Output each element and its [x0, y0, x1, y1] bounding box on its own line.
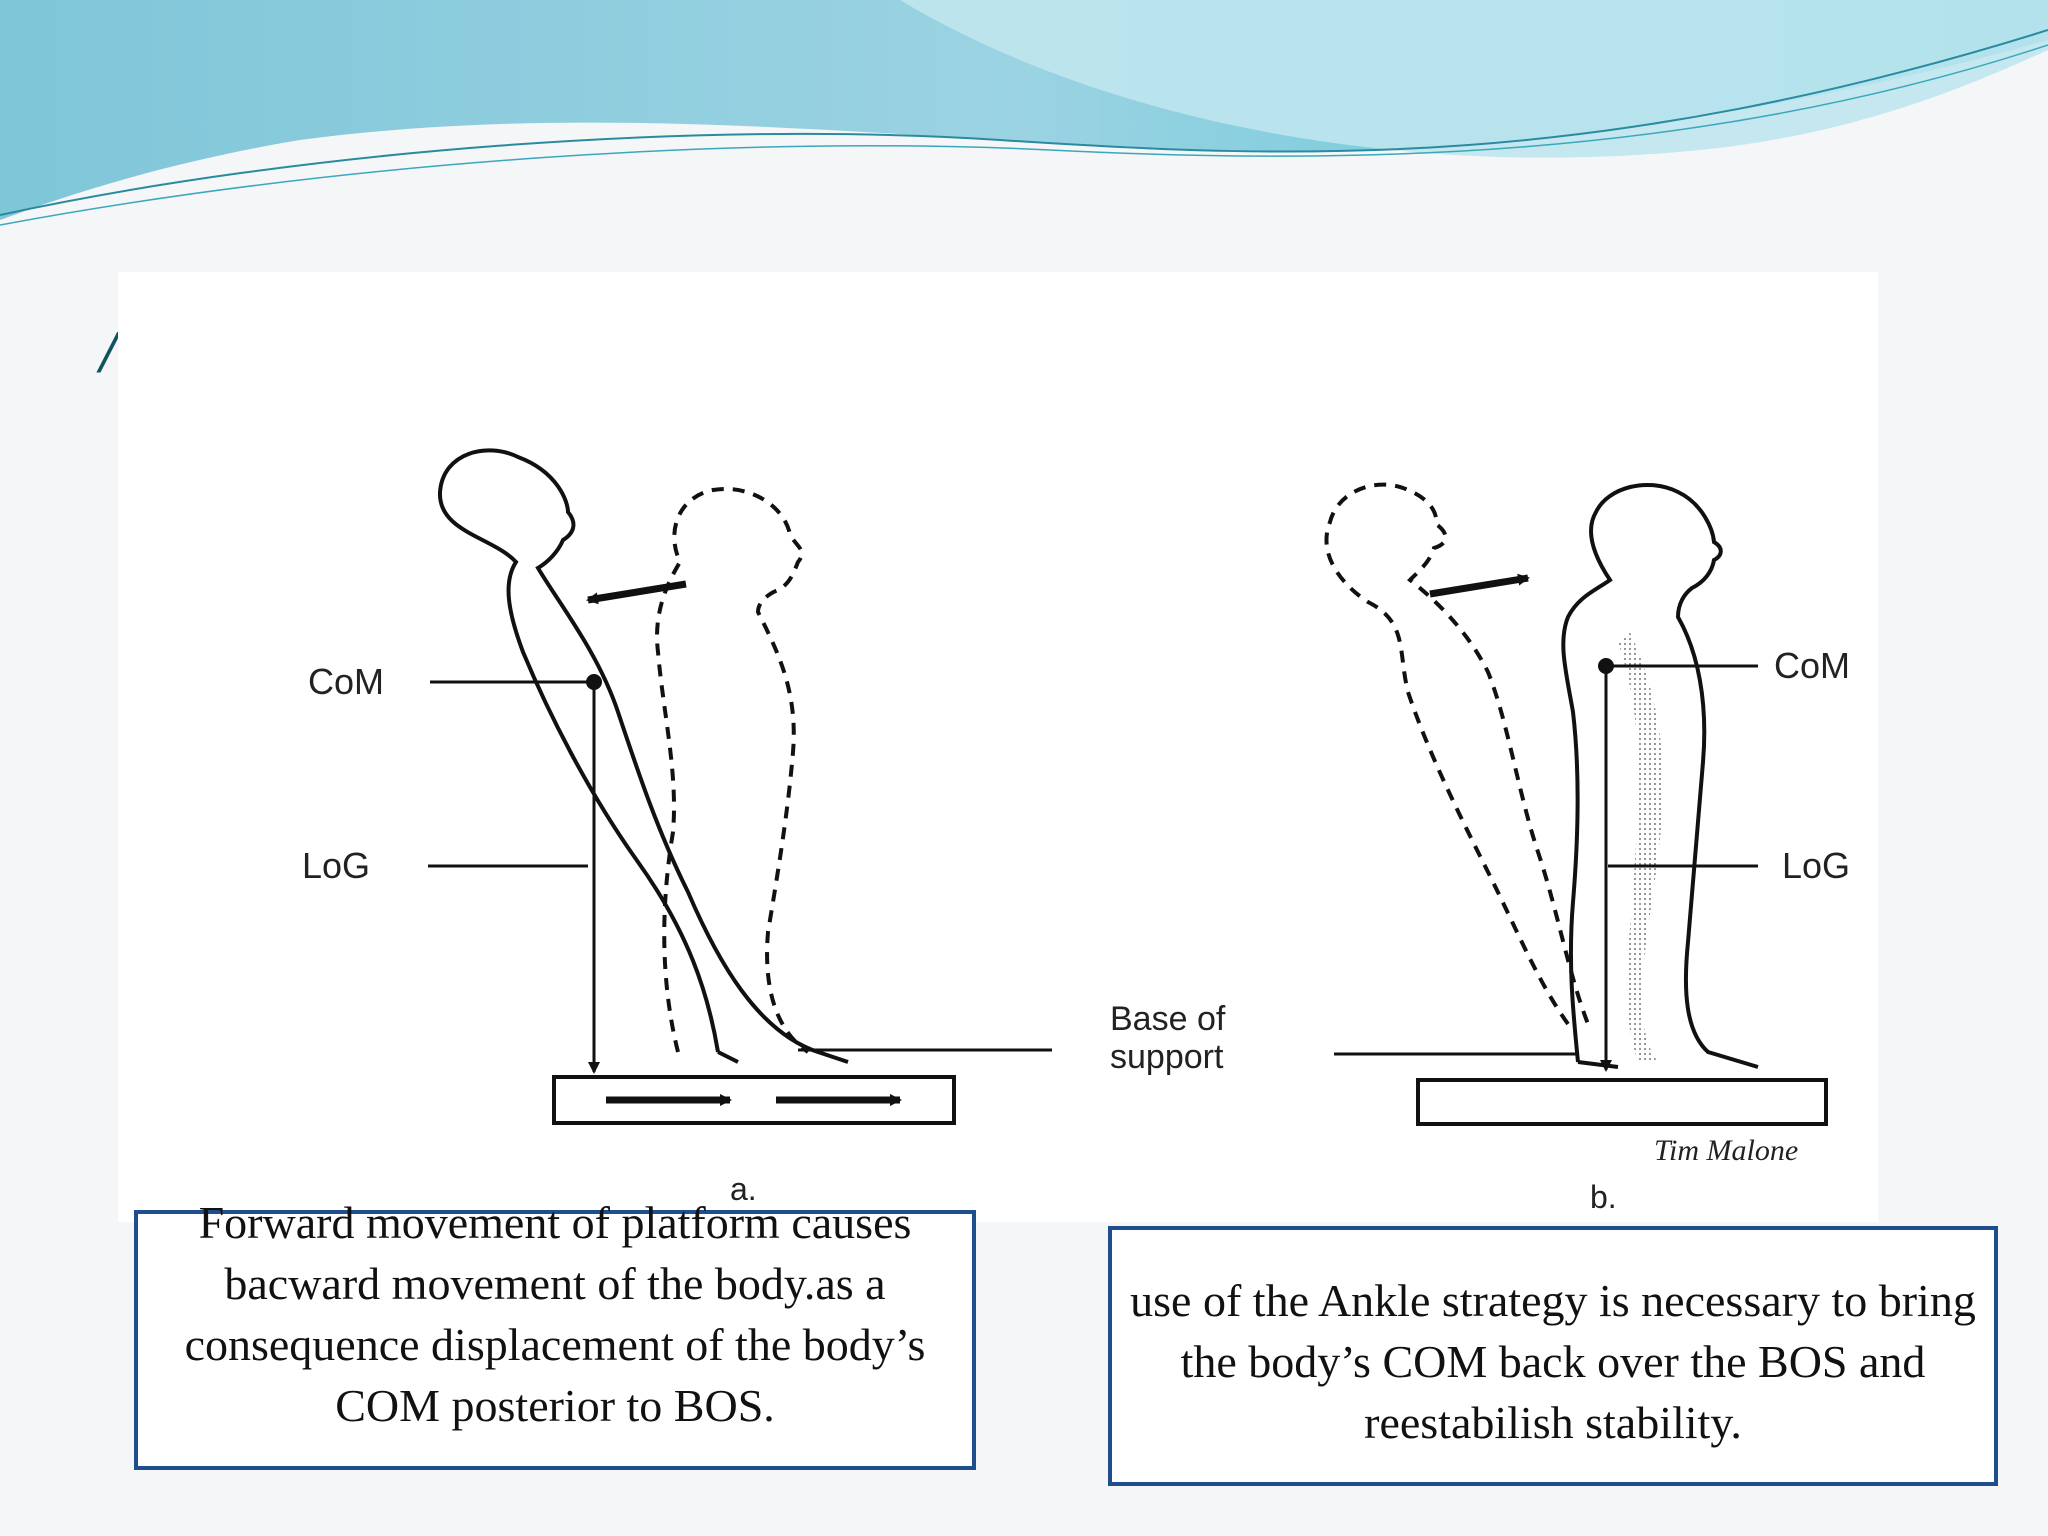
- slide-title-fragment: /: [100, 319, 117, 385]
- artist-signature: Tim Malone: [1654, 1134, 1798, 1167]
- header-wave-decoration: [0, 0, 2048, 240]
- panel-b-com-point: [1598, 658, 1614, 674]
- figure-drawing: CoM LoG a. Base of support: [302, 448, 1850, 1215]
- panel-b-com-label: CoM: [1774, 645, 1850, 686]
- balance-strategy-figure: CoM LoG a. Base of support: [118, 272, 1878, 1222]
- panel-b: CoM LoG Tim Malone b.: [1324, 482, 1850, 1215]
- panel-a-displacement-arrow: [586, 580, 687, 605]
- panel-a-original-position-outline: [655, 486, 810, 1054]
- panel-b-log-label: LoG: [1782, 845, 1850, 886]
- panel-a-leaning-body-outline: [437, 448, 849, 1064]
- caption-panel-a-text: Forward movement of platform causes bacw…: [184, 1197, 926, 1431]
- panel-a-letter: a.: [730, 1171, 757, 1207]
- caption-panel-b-text: use of the Ankle strategy is necessary t…: [1130, 1275, 1976, 1448]
- panel-a: CoM LoG a.: [302, 448, 956, 1207]
- panel-b-letter: b.: [1590, 1179, 1617, 1215]
- panel-b-platform: [1416, 1078, 1828, 1126]
- caption-panel-a: Forward movement of platform causes bacw…: [134, 1197, 976, 1470]
- panel-b-shading: [1618, 632, 1663, 1062]
- base-of-support-callout: Base of support: [798, 1000, 1578, 1076]
- panel-a-com-label: CoM: [308, 661, 384, 702]
- bos-label-line1: Base of: [1110, 1000, 1226, 1038]
- panel-a-log-label: LoG: [302, 845, 370, 886]
- bos-label-line2: support: [1110, 1038, 1224, 1076]
- panel-b-correction-arrow: [1429, 573, 1530, 598]
- panel-b-previous-position-outline: [1324, 482, 1590, 1026]
- caption-panel-b: use of the Ankle strategy is necessary t…: [1108, 1226, 1998, 1486]
- panel-a-com-point: [586, 674, 602, 690]
